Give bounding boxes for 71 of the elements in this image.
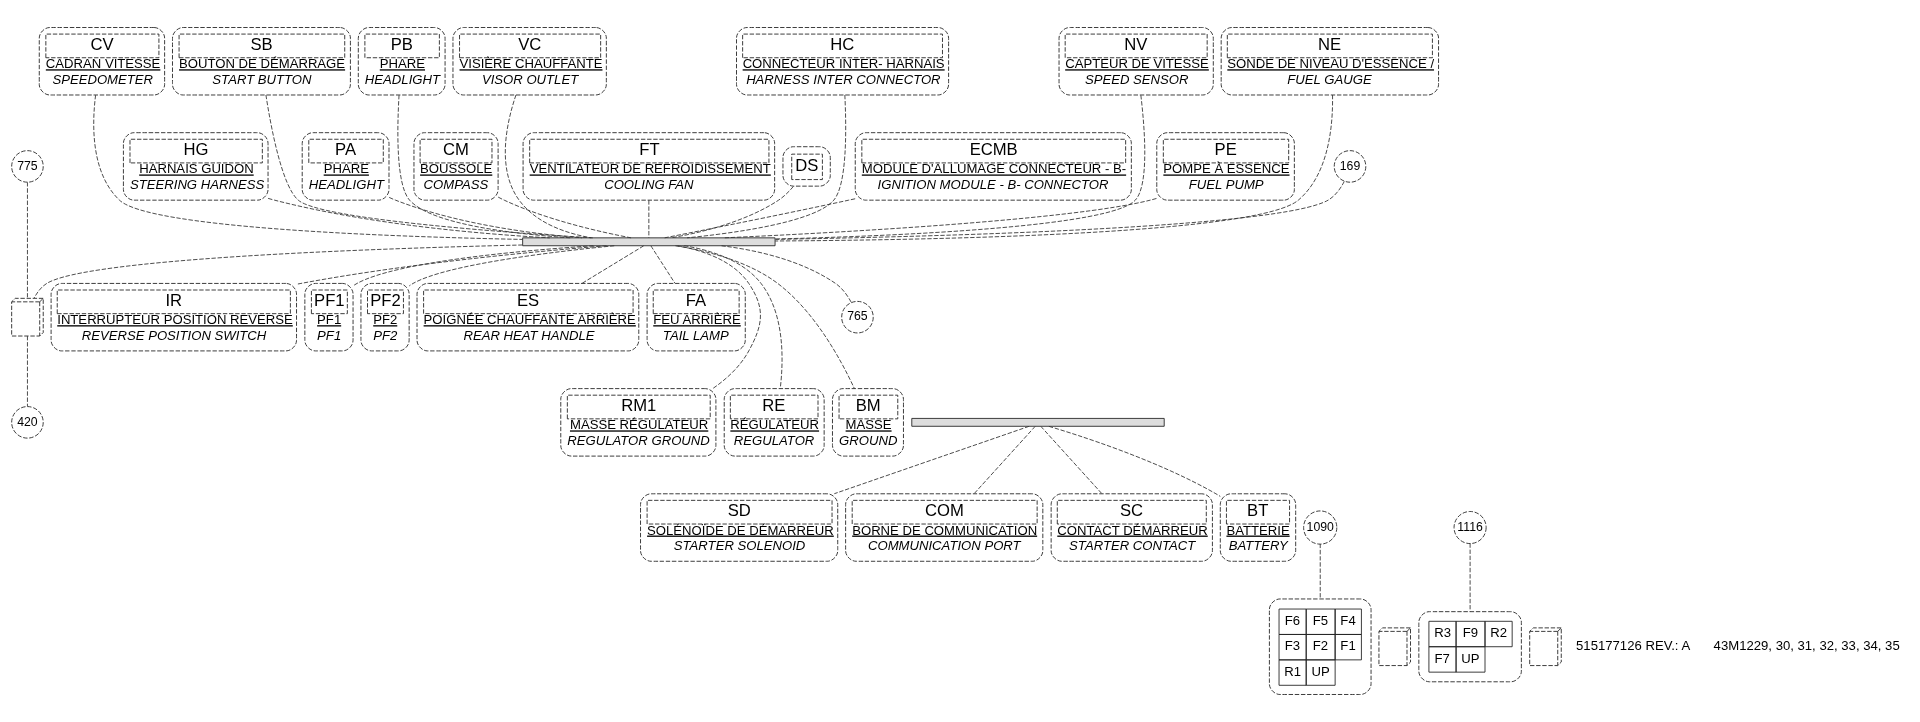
node-box: RM1 MASSE RÉGULATEUR REGULATOR GROUND [560,388,717,457]
connector [265,94,594,239]
connector [267,197,551,239]
node-circle: 1090 [1303,510,1338,545]
node-circle: 775 [11,150,44,183]
node-box: HG HARNAIS GUIDON STEERING HARNESS [123,132,269,201]
node-box: CV CADRAN VITESSE SPEEDOMETER [38,27,166,96]
node-box: CM BOUSSOLE COMPASS [413,132,499,201]
node-box: FA FEU ARRIÈRE TAIL LAMP [646,283,746,352]
connector [774,94,1146,240]
connector [774,94,1333,242]
node-box: BT BATTERIE BATTERY [1219,493,1297,562]
node-box: VC VISIÈRE CHAUFFANTE VISOR OUTLET [452,27,607,96]
node-box: ECMB MODULE D'ALLUMAGE CONNECTEUR - B- IGNITION MODULE - B- CONNECTOR [854,132,1132,201]
node-box: BM MASSE GROUND [832,388,904,457]
connector [1048,425,1221,497]
node-box: PE POMPE À ESSENCE FUEL PUMP [1156,132,1295,201]
connector [504,94,592,239]
connector [497,196,632,239]
connector [1319,543,1321,600]
connector [686,94,847,239]
node-box: NE SONDE DE NIVEAU D'ESSENCE / FUEL GAUGE [1220,27,1439,96]
connector [677,245,761,389]
connector [675,245,855,390]
node-box: R3 F9 R2 F7 UP [1418,611,1522,683]
node-box: RE RÉGULATEUR REGULATOR [723,388,825,457]
connector [650,245,676,284]
connector [723,198,1157,239]
connector [774,181,1345,240]
node-box: DS [782,146,831,187]
connector [27,181,28,299]
connector [683,245,783,389]
connector [408,245,615,287]
connector [833,425,1030,495]
node-box: PB PHARE HEADLIGHT [357,27,446,96]
label: 515177126 REV.: A [1576,637,1691,653]
connector [664,198,856,239]
connector [388,196,583,239]
connector [93,94,524,240]
connector [1040,426,1103,494]
node-box: ES POIGNÉE CHAUFFANTE ARRIÈRE REAR HEAT HANDLE [416,283,640,352]
label: 43M1229, 30, 31, 32, 33, 34, 35 [1713,637,1900,653]
connector [296,245,607,285]
node-bar [911,417,1165,427]
connector [648,199,650,239]
node-circle: 169 [1333,150,1367,183]
connector [1469,543,1471,612]
node-box: SB BOUTON DE DÉMARRAGE START BUTTON [172,27,351,96]
node-circle: 765 [841,300,874,334]
connector [397,94,571,239]
node-box: PA PHARE HEADLIGHT [301,132,390,201]
connector [581,245,645,284]
node-box: SD SOLÉNOÏDE DE DÉMARREUR STARTER SOLENOID [640,493,839,562]
node-box: FT VENTILATEUR DE REFROIDISSEMENT COOLING FAN [522,132,776,201]
connector [352,245,594,287]
node-box: HC CONNECTEUR INTER- HARNAIS HARNESS INTER CONNECTOR [736,27,950,96]
node-box: PF2 PF2 PF2 [360,283,410,352]
connector [721,245,852,304]
node-box: COM BORNE DE COMMUNICATION COMMUNICATION PORT [845,493,1044,562]
node-bar [522,237,776,247]
node-box: F6 F5 F4 F3 F2 F1 R1 UP [1268,598,1372,695]
node-box: SC CONTACT DÉMARREUR STARTER CONTACT [1050,493,1213,562]
connector [973,426,1036,494]
node-circle: 420 [11,406,44,439]
connector [33,244,523,299]
connector [670,186,794,239]
node-circle: 1116 [1453,511,1487,544]
connector [27,335,28,407]
node-box: PF1 PF1 PF1 [304,283,354,352]
node-box: NV CAPTEUR DE VITESSE SPEED SENSOR [1058,27,1214,96]
node-box: IR INTERRUPTEUR POSITION REVERSE REVERSE POSITION SWITCH [50,283,297,352]
